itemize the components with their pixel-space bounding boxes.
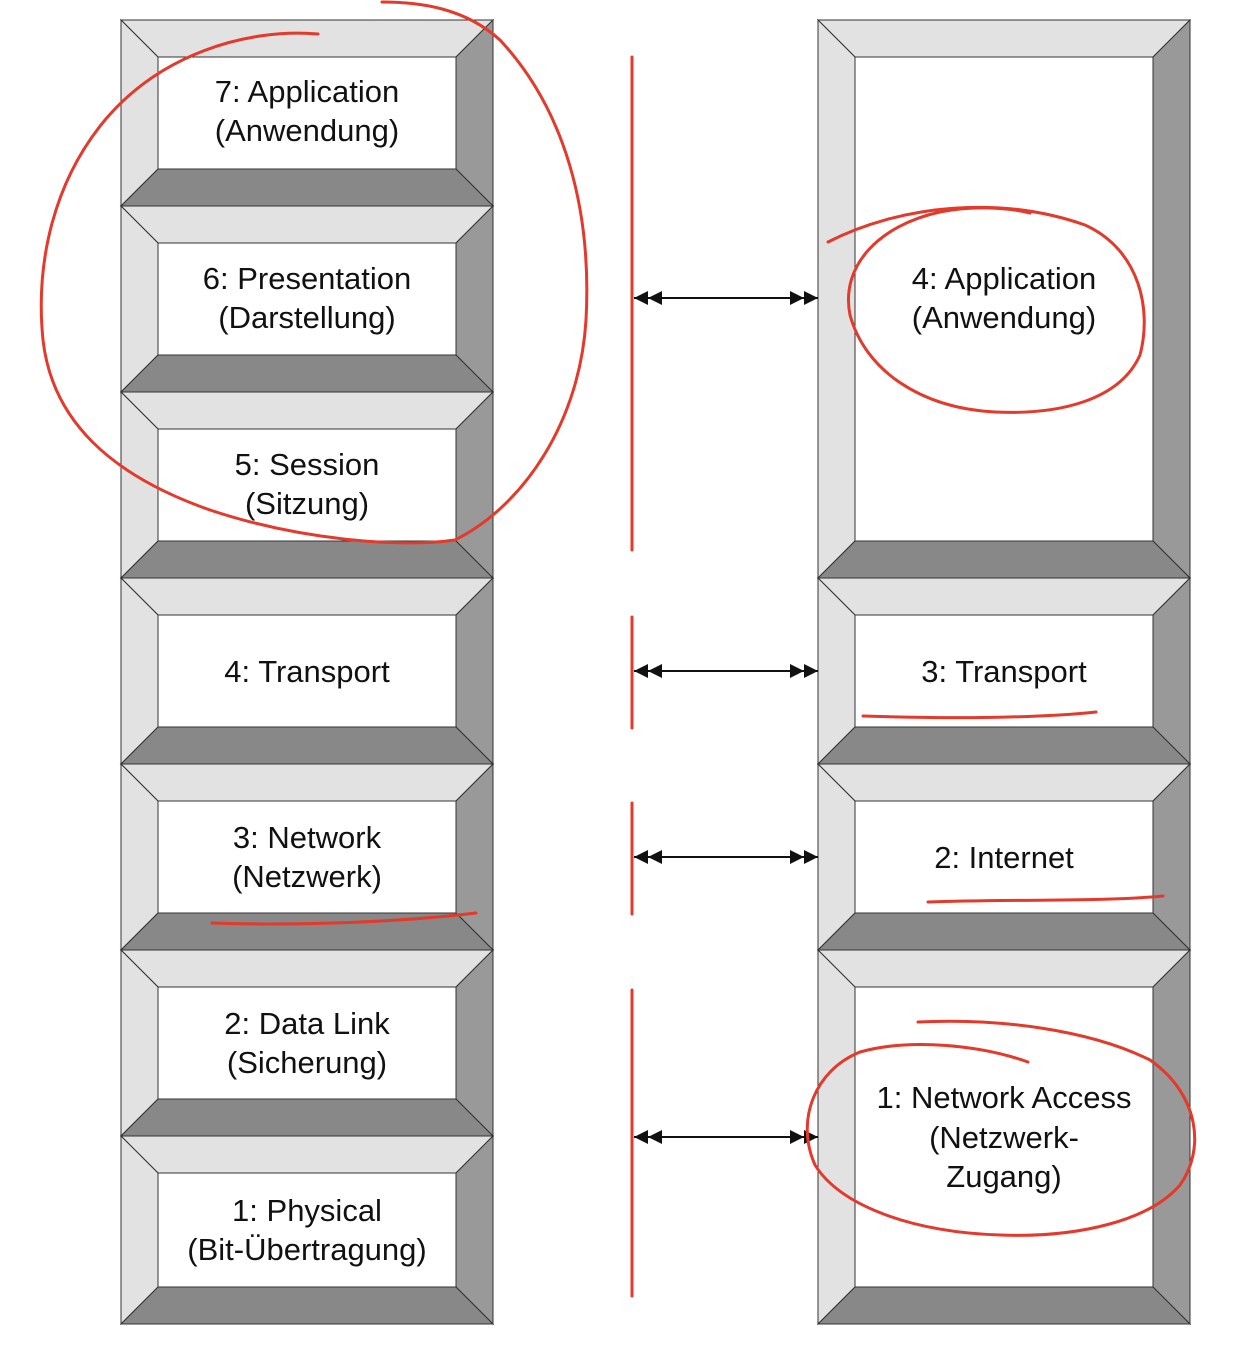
osi-layer-sublabel: (Netzwerk) — [232, 859, 382, 894]
osi-stack: 7: Application (Anwendung) 6: Presentati… — [119, 18, 495, 1326]
underline-osi-network — [210, 911, 478, 926]
mapping-arrows — [634, 291, 818, 1144]
osi-layer-label: 1: Physical — [232, 1193, 382, 1228]
osi-layer-sublabel: (Sitzung) — [245, 486, 369, 521]
osi-layer-2-data-link: 2: Data Link (Sicherung) — [119, 948, 495, 1138]
tcpip-layer-4-application: 4: Application (Anwendung) — [816, 18, 1192, 580]
osi-layer-6-presentation: 6: Presentation (Darstellung) — [119, 204, 495, 394]
tcpip-layer-3-transport: 3: Transport — [816, 576, 1192, 766]
tcpip-layer-2-internet: 2: Internet — [816, 762, 1192, 952]
tcpip-layer-label: 4: Application — [912, 261, 1096, 296]
tcpip-layer-label: 2: Internet — [934, 840, 1074, 875]
osi-layer-sublabel: (Darstellung) — [218, 300, 395, 335]
osi-layer-1-physical: 1: Physical (Bit-Übertragung) — [119, 1134, 495, 1326]
osi-layer-label: 7: Application — [215, 74, 399, 109]
circle-osi-upper-layers — [39, 0, 589, 545]
circle-tcpip-application — [826, 205, 1146, 414]
tcpip-layer-sublabel-2: Zugang) — [946, 1159, 1061, 1194]
tcpip-layer-label: 3: Transport — [921, 654, 1087, 689]
tcpip-layer-sublabel: (Anwendung) — [912, 300, 1096, 335]
osi-layer-label: 3: Network — [233, 820, 382, 855]
tcpip-layer-label: 1: Network Access — [877, 1080, 1132, 1115]
osi-layer-5-session: 5: Session (Sitzung) — [119, 390, 495, 580]
tcpip-stack: 4: Application (Anwendung) 3: Transport … — [816, 18, 1192, 1326]
osi-layer-sublabel: (Sicherung) — [227, 1045, 387, 1080]
osi-layer-label: 6: Presentation — [203, 261, 412, 296]
osi-layer-label: 5: Session — [235, 447, 380, 482]
osi-layer-label: 4: Transport — [224, 654, 390, 689]
osi-layer-label: 2: Data Link — [224, 1006, 390, 1041]
tcpip-layer-sublabel: (Netzwerk- — [929, 1120, 1079, 1155]
underline-tcpip-internet — [926, 894, 1165, 904]
tcpip-layer-1-network-access: 1: Network Access (Netzwerk- Zugang) — [816, 948, 1192, 1326]
osi-layer-4-transport: 4: Transport — [119, 576, 495, 766]
red-annotations — [39, 0, 1197, 1298]
circle-tcpip-network-access — [805, 1019, 1197, 1237]
osi-layer-sublabel: (Bit-Übertragung) — [187, 1232, 426, 1267]
osi-layer-3-network: 3: Network (Netzwerk) — [119, 762, 495, 952]
osi-layer-sublabel: (Anwendung) — [215, 113, 399, 148]
underline-tcpip-transport — [861, 710, 1098, 720]
osi-layer-7-application: 7: Application (Anwendung) — [119, 18, 495, 208]
